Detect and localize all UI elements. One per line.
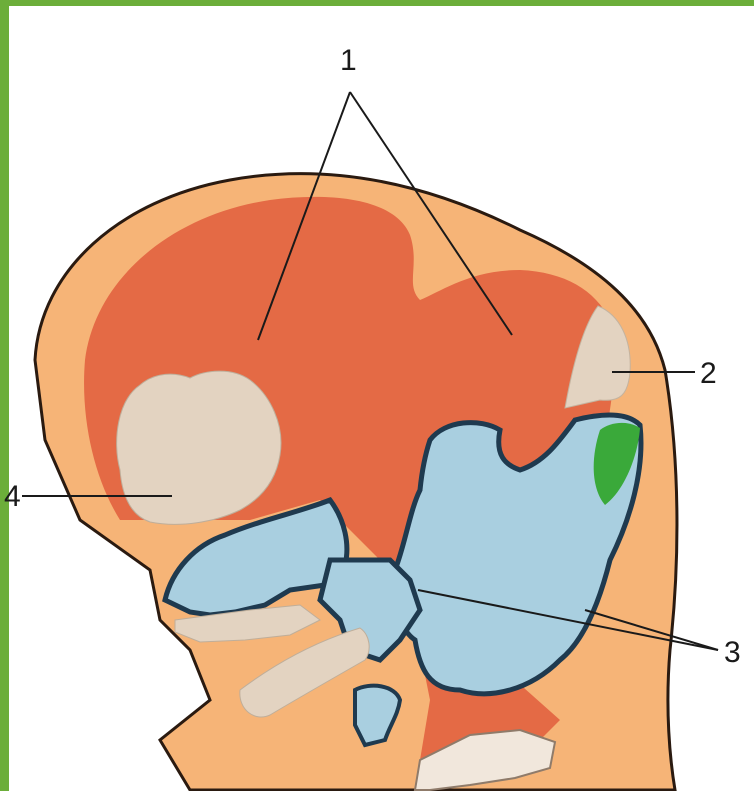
label-3: 3	[724, 636, 741, 669]
label-2: 2	[700, 357, 717, 390]
top-green-border	[0, 0, 754, 6]
label-4: 4	[4, 480, 21, 513]
left-green-border	[0, 0, 9, 791]
label-1: 1	[340, 44, 357, 77]
